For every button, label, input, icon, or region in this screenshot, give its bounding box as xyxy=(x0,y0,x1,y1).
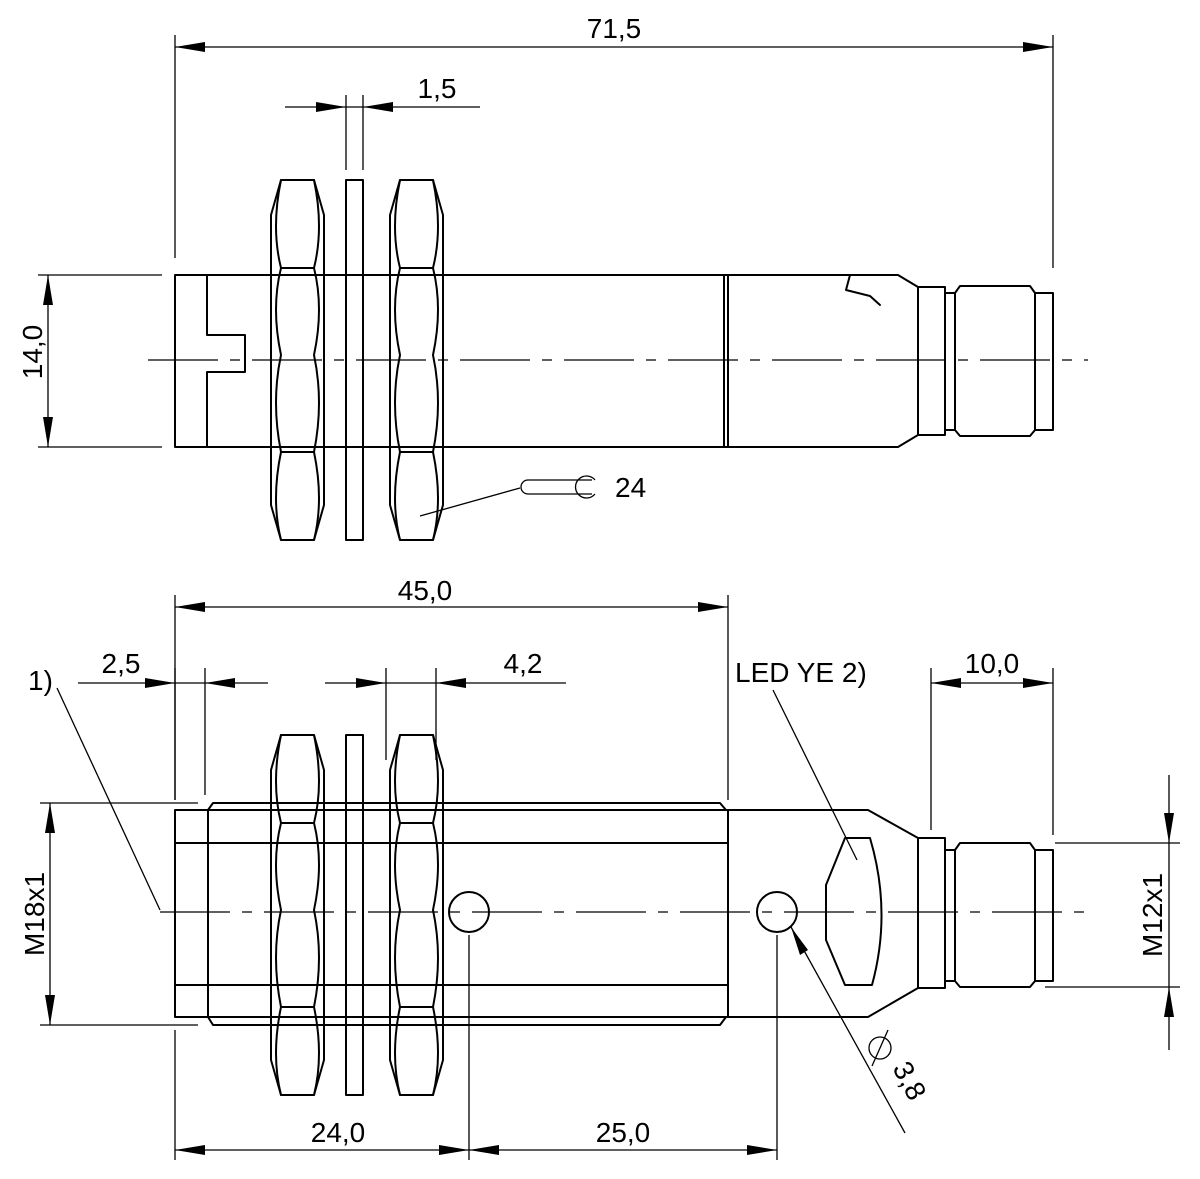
dimension-hole-diameter-label: 3,8 xyxy=(887,1056,933,1105)
dimension-thread-main-label: M18x1 xyxy=(19,872,50,956)
led-label: LED YE 2) xyxy=(735,657,867,688)
dimension-face-offset: 2,5 xyxy=(78,648,268,800)
dimension-hole-distance-2-label: 25,0 xyxy=(596,1117,651,1148)
dimension-nut-thickness: 4,2 xyxy=(325,648,566,760)
dimension-connector-length-label: 10,0 xyxy=(965,648,1020,679)
note-1-callout: 1) xyxy=(28,665,161,911)
dimension-nut-thickness-label: 4,2 xyxy=(504,648,543,679)
led-callout: LED YE 2) xyxy=(735,657,867,861)
top-connector xyxy=(944,285,1054,437)
dimension-hole-distance-1-label: 24,0 xyxy=(311,1117,366,1148)
dimension-thread-main: M18x1 xyxy=(19,802,198,1026)
dimension-connector-length: 10,0 xyxy=(930,648,1054,835)
wrench-size-label: 24 xyxy=(615,472,646,503)
bottom-view: 45,0 2,5 4,2 10,0 M18x1 xyxy=(19,575,1180,1160)
dimension-hole-distances: 24,0 25,0 xyxy=(174,935,778,1160)
top-nut-front xyxy=(270,179,325,541)
bottom-connector xyxy=(944,842,1054,988)
top-nut-rear xyxy=(389,179,444,541)
dimension-sensing-length-label: 45,0 xyxy=(398,575,453,606)
wrench-size-callout: 24 xyxy=(419,472,646,517)
note-1-label: 1) xyxy=(28,665,53,696)
dimension-thread-connector-label: M12x1 xyxy=(1137,873,1168,957)
dimension-washer-thickness: 1,5 xyxy=(285,73,480,170)
dimension-overall-length-label: 71,5 xyxy=(587,13,642,44)
dimension-hole-diameter: 3,8 xyxy=(790,926,933,1134)
bottom-washer xyxy=(345,734,364,1096)
dimension-washer-thickness-label: 1,5 xyxy=(418,73,457,104)
top-sensor-body xyxy=(174,274,946,448)
dimension-sensing-length: 45,0 xyxy=(174,575,729,800)
dimension-height-label: 14,0 xyxy=(17,325,48,380)
bottom-nut-front xyxy=(270,734,325,1096)
dimension-thread-connector: M12x1 xyxy=(1045,775,1180,1050)
dimension-height: 14,0 xyxy=(17,274,162,448)
dimension-face-offset-label: 2,5 xyxy=(102,648,141,679)
dimension-overall-length: 71,5 xyxy=(174,13,1054,268)
bottom-sensor-body xyxy=(174,802,946,1026)
top-view: 71,5 1,5 14,0 24 xyxy=(17,13,1088,541)
bottom-nut-rear xyxy=(389,734,444,1096)
wrench-icon xyxy=(520,475,596,499)
diameter-symbol-icon xyxy=(868,1036,892,1060)
led-window xyxy=(825,837,883,986)
